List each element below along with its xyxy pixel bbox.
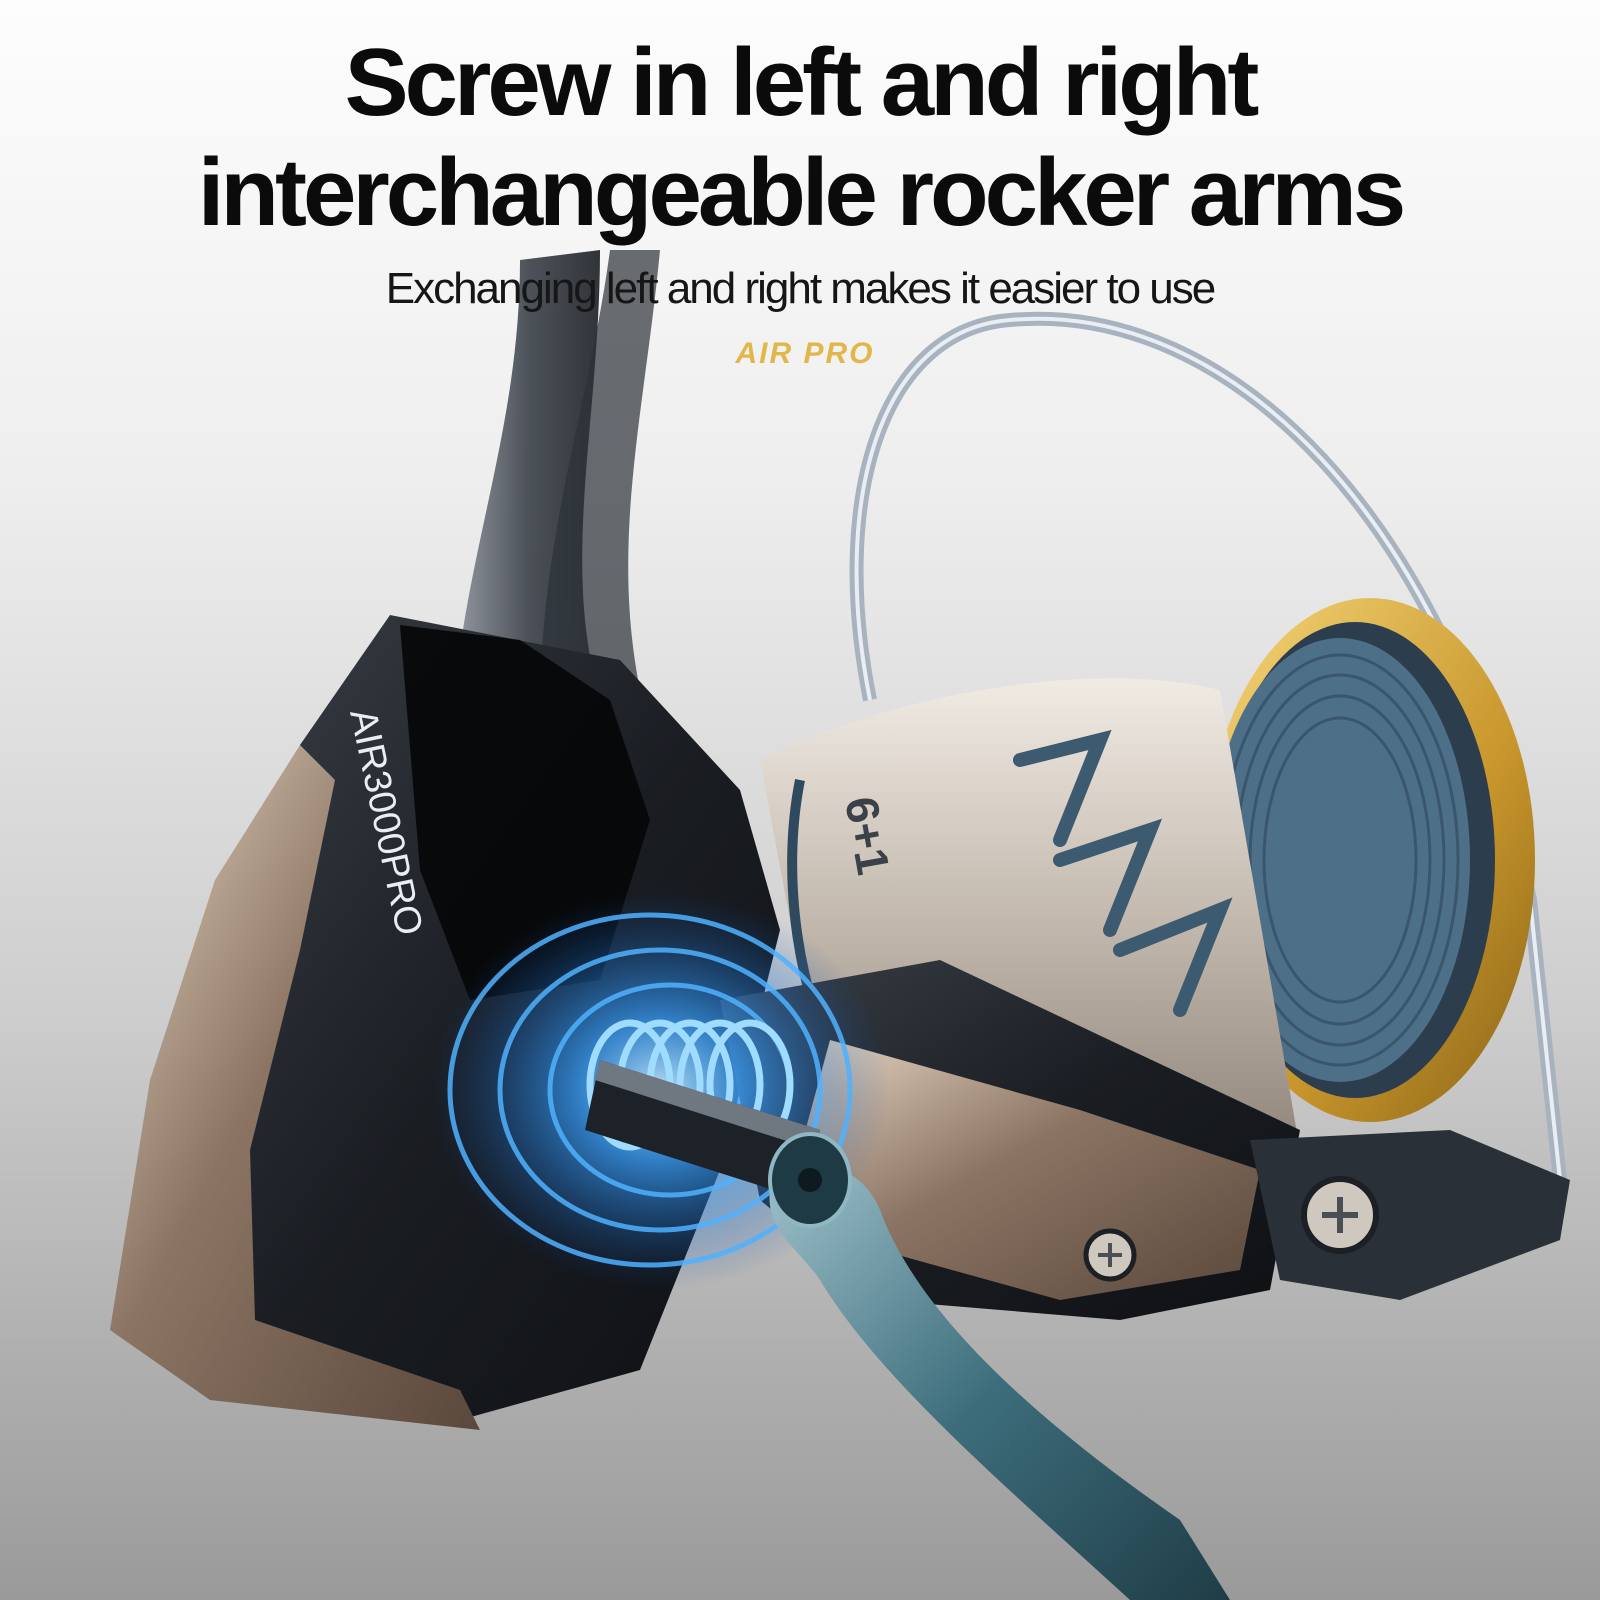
headline-line-1: Screw in left and right bbox=[344, 29, 1260, 136]
headline-line-2: interchangeable rocker arms bbox=[197, 139, 1407, 246]
subheadline: Exchanging left and right makes it easie… bbox=[385, 264, 1217, 313]
headline: Screw in left and right interchangeable … bbox=[0, 28, 1600, 248]
brand-mark: AIR PRO bbox=[735, 337, 875, 370]
